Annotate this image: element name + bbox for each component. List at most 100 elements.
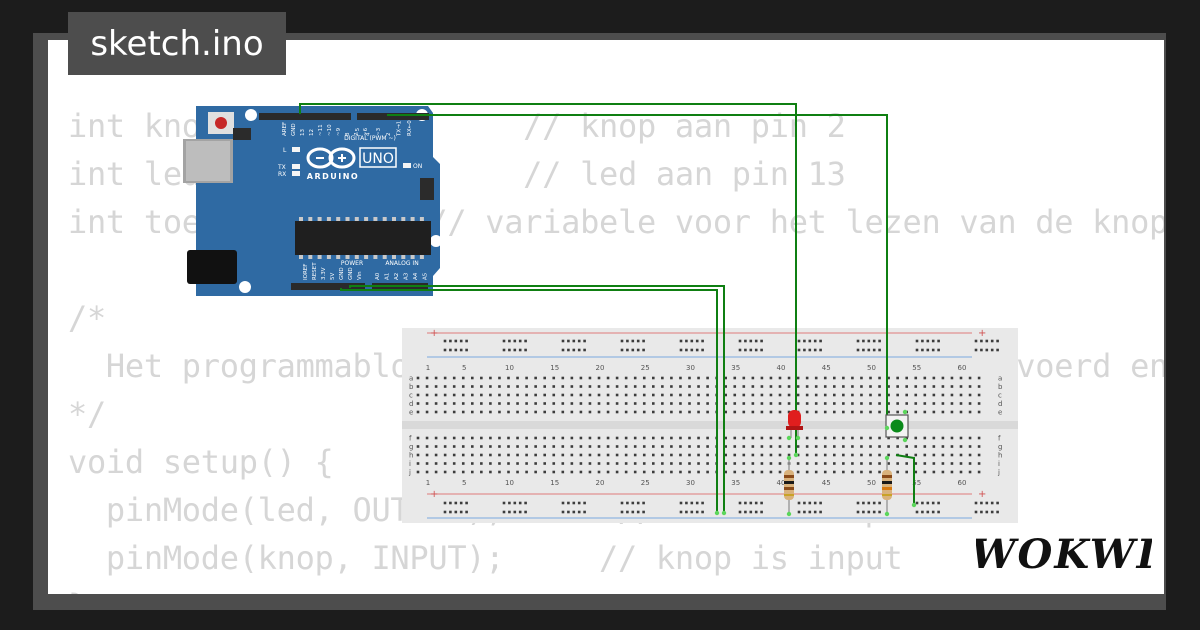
breadboard-hole xyxy=(661,376,664,380)
breadboard-hole xyxy=(950,376,954,380)
breadboard-hole xyxy=(851,402,854,405)
chip-pin xyxy=(364,255,369,259)
breadboard-hole xyxy=(642,470,646,474)
breadboard-hole xyxy=(787,445,791,448)
resistor-button[interactable] xyxy=(882,458,892,514)
breadboard-hole xyxy=(932,445,936,448)
rail-hole xyxy=(513,501,517,505)
breadboard-hole xyxy=(552,402,556,405)
breadboard-hole xyxy=(932,453,936,457)
rail-hole xyxy=(577,510,581,514)
rail-hole xyxy=(915,510,919,514)
rail-hole xyxy=(754,501,758,505)
breadboard-hole xyxy=(851,470,854,474)
breadboard-hole xyxy=(570,436,574,440)
led-label-tx: TX xyxy=(277,164,286,171)
breadboard-hole xyxy=(489,445,492,448)
breadboard-hole xyxy=(543,462,546,465)
mount-hole xyxy=(245,109,257,121)
pin-label: ~9 xyxy=(336,127,342,136)
breadboard-hole xyxy=(869,402,872,405)
breadboard-hole xyxy=(851,462,854,465)
breadboard-hole xyxy=(679,402,682,405)
breadboard-hole xyxy=(697,385,700,388)
pin-label: 4 xyxy=(365,132,371,136)
rail-hole xyxy=(921,501,924,505)
rail-hole xyxy=(985,510,989,514)
breadboard-hole xyxy=(480,462,483,465)
breadboard-hole xyxy=(968,453,972,457)
breadboard-hole xyxy=(670,470,673,474)
breadboard-hole xyxy=(833,402,836,405)
breadboard-hole xyxy=(588,410,592,414)
resistor-led[interactable] xyxy=(784,458,794,514)
resistor-button-band xyxy=(882,475,892,478)
file-title[interactable]: sketch.ino xyxy=(68,12,286,75)
breadboard-hole xyxy=(851,436,854,440)
breadboard-hole xyxy=(461,436,465,440)
breadboard-hole xyxy=(796,445,800,448)
rail-hole xyxy=(878,348,881,352)
row-letter: d xyxy=(409,400,413,408)
breadboard-hole xyxy=(959,462,963,465)
chip-pin xyxy=(354,255,359,259)
breadboard-hole xyxy=(425,445,429,448)
rail-hole xyxy=(996,510,999,514)
breadboard-hole xyxy=(833,462,836,465)
breadboard-hole xyxy=(823,376,827,380)
breadboard-hole xyxy=(480,436,483,440)
reset-button[interactable] xyxy=(215,117,227,129)
rail-hole xyxy=(502,348,506,352)
breadboard-hole xyxy=(498,410,501,414)
breadboard-hole xyxy=(733,393,737,397)
breadboard-hole xyxy=(941,453,945,457)
breadboard-hole xyxy=(914,376,918,380)
chip-pin xyxy=(336,217,341,221)
breadboard-hole xyxy=(905,453,908,457)
row-letter: d xyxy=(998,400,1002,408)
row-letter: f xyxy=(409,435,412,443)
rail-hole xyxy=(985,339,989,343)
breadboard-hole xyxy=(751,436,755,440)
pushbutton[interactable] xyxy=(885,414,909,438)
arduino-uno[interactable]: L TX RX ON UNO ARDUINO DIGITAL (PWM ~) P… xyxy=(183,106,442,296)
breadboard-hole xyxy=(489,462,492,465)
rail-hole xyxy=(459,348,463,352)
breadboard-hole xyxy=(661,385,664,388)
rail-hole xyxy=(996,501,999,505)
breadboard-hole xyxy=(869,385,872,388)
breadboard-hole xyxy=(923,453,927,457)
breadboard-hole xyxy=(516,376,519,380)
pin-label: A4 xyxy=(413,272,419,280)
breadboard-hole xyxy=(787,393,791,397)
chip-pin xyxy=(364,217,369,221)
breadboard-hole xyxy=(688,385,691,388)
breadboard-hole xyxy=(670,445,673,448)
uno-label: UNO xyxy=(362,151,394,167)
led-label-l: L xyxy=(283,147,287,154)
breadboard-hole xyxy=(760,445,764,448)
breadboard-hole xyxy=(516,436,519,440)
column-number: 10 xyxy=(505,364,514,372)
breadboard-hole xyxy=(823,453,827,457)
chip-pin xyxy=(373,255,378,259)
breadboard-hole xyxy=(507,453,510,457)
rail-hole xyxy=(819,501,822,505)
breadboard-hole xyxy=(624,436,628,440)
rail-hole xyxy=(749,510,753,514)
breadboard-hole xyxy=(896,436,899,440)
digital-header-right xyxy=(357,113,429,120)
rail-hole xyxy=(856,348,860,352)
breadboard-hole xyxy=(471,410,474,414)
chip-pin xyxy=(401,255,406,259)
row-letter: j xyxy=(997,469,1000,477)
breadboard-hole xyxy=(534,410,537,414)
rail-hole xyxy=(921,348,924,352)
breadboard-hole xyxy=(570,410,574,414)
breadboard-hole xyxy=(941,462,945,465)
breadboard-hole xyxy=(688,402,691,405)
breadboard-hole xyxy=(778,376,782,380)
breadboard-hole xyxy=(480,453,483,457)
breadboard-hole xyxy=(796,462,800,465)
pushbutton-cap[interactable] xyxy=(890,419,904,433)
